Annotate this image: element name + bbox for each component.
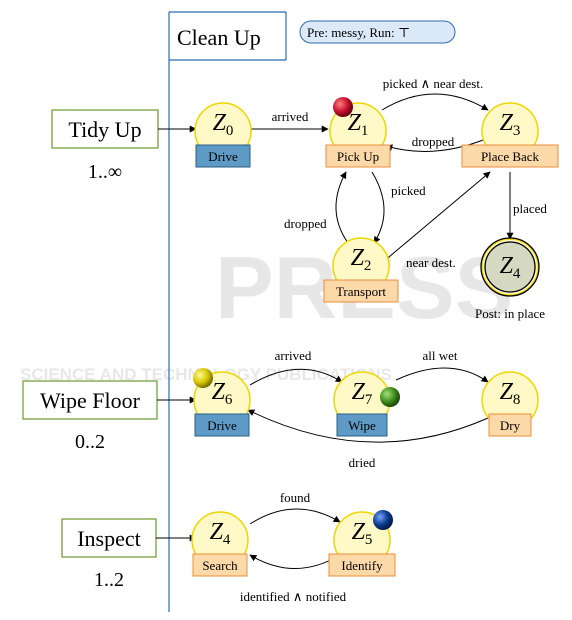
task-multiplicity: 1..∞ xyxy=(88,161,122,183)
entry-arrows xyxy=(156,125,197,542)
token-yellow xyxy=(193,368,213,388)
task-label: Wipe Floor xyxy=(40,388,141,413)
label-near-dest: near dest. xyxy=(406,255,456,270)
task-inspect: Inspect 1..2 xyxy=(61,518,157,591)
task-label: Inspect xyxy=(77,526,141,551)
action-box xyxy=(328,553,396,577)
action-label: Drive xyxy=(208,149,238,164)
action-label: Pick Up xyxy=(337,149,379,164)
action-box xyxy=(194,413,250,437)
action-label: Dry xyxy=(500,418,521,433)
action-label: Drive xyxy=(207,418,237,433)
precondition-text: Pre: messy, Run: ⊤ xyxy=(307,25,410,40)
edge-z1-z2 xyxy=(371,171,385,244)
token-red xyxy=(333,97,353,117)
action-label: Wipe xyxy=(348,418,376,433)
action-label: Identify xyxy=(341,558,383,573)
edge-z3-z1 xyxy=(385,137,489,152)
task-tidy-up: Tidy Up 1..∞ xyxy=(51,109,159,183)
label-arrived-2: arrived xyxy=(275,348,312,363)
state-index: 6 xyxy=(225,392,233,408)
edge-z5-z4 xyxy=(249,554,341,569)
label-arrived: arrived xyxy=(272,109,309,124)
postcondition-label: Post: in place xyxy=(475,306,545,321)
edge-z7-z8 xyxy=(395,367,489,383)
label-identified-notified: identified ∧ notified xyxy=(240,589,347,604)
label-dried: dried xyxy=(349,455,376,470)
tokens xyxy=(193,97,400,530)
action-box xyxy=(488,413,532,437)
edge-z4-z5 xyxy=(249,508,341,525)
label-dropped-up: dropped xyxy=(284,216,327,231)
action-box xyxy=(195,144,251,168)
precondition-badge xyxy=(299,20,456,44)
task-box xyxy=(61,518,157,558)
edge-z6-z7 xyxy=(249,368,343,386)
state-index: 4 xyxy=(223,532,231,548)
action-label: Transport xyxy=(336,284,386,299)
edge-z2-z1 xyxy=(335,171,349,244)
action-label: Place Back xyxy=(481,149,540,164)
label-placed: placed xyxy=(513,201,547,216)
state-index: 0 xyxy=(226,123,234,139)
state-index: 5 xyxy=(365,532,373,548)
edge-z8-z6 xyxy=(247,409,489,443)
frame-title: Clean Up xyxy=(177,25,261,50)
action-box xyxy=(336,413,388,437)
final-ring-inner xyxy=(484,241,536,293)
label-found: found xyxy=(280,490,311,505)
label-dropped: dropped xyxy=(412,134,455,149)
state-index: 8 xyxy=(513,392,521,408)
task-wipe-floor: Wipe Floor 0..2 xyxy=(22,380,158,453)
task-label: Tidy Up xyxy=(68,117,141,142)
state-index: 4 xyxy=(513,266,521,282)
state-index: 3 xyxy=(513,123,521,139)
cleanup-frame: Clean Up Pre: messy, Run: ⊤ xyxy=(168,11,456,612)
task-box xyxy=(22,380,158,420)
state-index: 1 xyxy=(361,123,369,139)
action-box xyxy=(461,144,559,168)
task-box xyxy=(51,109,159,149)
action-box xyxy=(323,279,399,303)
state-index: 2 xyxy=(364,258,372,274)
label-all-wet: all wet xyxy=(422,348,457,363)
task-multiplicity: 0..2 xyxy=(75,431,105,453)
edge-z2-z3 xyxy=(382,171,491,263)
transitions xyxy=(247,93,514,569)
action-box xyxy=(325,144,391,168)
state-index: 7 xyxy=(365,392,373,408)
label-picked-near-dest: picked ∧ near dest. xyxy=(383,76,483,91)
token-green xyxy=(380,387,400,407)
action-label: Search xyxy=(202,558,238,573)
edge-z1-z3 xyxy=(381,93,489,111)
task-multiplicity: 1..2 xyxy=(94,569,124,591)
action-box xyxy=(192,553,248,577)
token-blue xyxy=(373,510,393,530)
final-ring-outer xyxy=(480,237,540,297)
transition-labels: arrived picked ∧ near dest. dropped pick… xyxy=(240,76,548,604)
label-picked: picked xyxy=(391,183,426,198)
